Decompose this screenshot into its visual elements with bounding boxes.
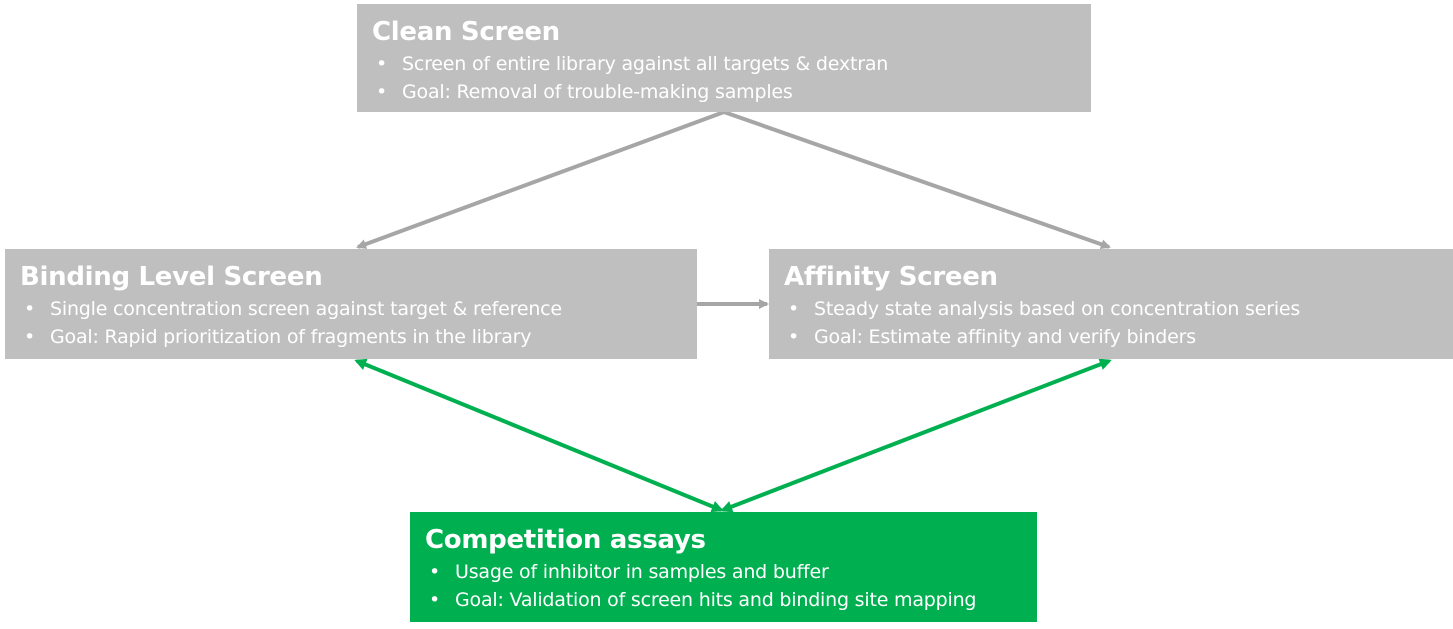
affinity-screen-bullets: • Steady state analysis based on concentr…: [784, 295, 1453, 351]
bullet-icon: •: [788, 326, 800, 348]
competition-assays-title: Competition assays: [425, 525, 706, 555]
binding-level-screen-bullets: • Single concentration screen against tar…: [20, 295, 697, 351]
bullet-text: Screen of entire library against all tar…: [402, 53, 889, 75]
binding-level-screen-title: Binding Level Screen: [20, 262, 323, 292]
binding-level-screen-box: Binding Level Screen • Single concentrati…: [5, 249, 697, 359]
clean-screen-title: Clean Screen: [372, 17, 560, 47]
arrow-affinity-competition: [720, 358, 1112, 513]
bullet-item: • Usage of inhibitor in samples and buffe…: [425, 558, 1037, 586]
affinity-screen-title: Affinity Screen: [784, 262, 998, 292]
bullet-icon: •: [788, 298, 800, 320]
bullet-item: • Single concentration screen against tar…: [20, 295, 697, 323]
competition-assays-bullets: • Usage of inhibitor in samples and buffe…: [425, 558, 1037, 614]
bullet-text: Single concentration screen against targ…: [50, 298, 562, 320]
competition-assays-box: Competition assays • Usage of inhibitor i…: [410, 512, 1037, 622]
bullet-icon: •: [24, 298, 36, 320]
bullet-icon: •: [24, 326, 36, 348]
bullet-text: Usage of inhibitor in samples and buffer: [455, 561, 829, 583]
bullet-icon: •: [429, 561, 441, 583]
bullet-item: • Goal: Validation of screen hits and bin…: [425, 586, 1037, 614]
bullet-icon: •: [429, 589, 441, 611]
arrow-clean-to-binding: [356, 110, 725, 249]
arrow-clean-to-affinity: [723, 110, 1111, 250]
bullet-text: Goal: Validation of screen hits and bind…: [455, 589, 977, 611]
bullet-item: • Steady state analysis based on concentr…: [784, 295, 1453, 323]
bullet-text: Goal: Estimate affinity and verify binde…: [814, 326, 1196, 348]
bullet-item: • Screen of entire library against all ta…: [372, 50, 1091, 78]
bullet-item: • Goal: Removal of trouble-making samples: [372, 78, 1091, 106]
arrow-binding-competition: [354, 358, 724, 513]
clean-screen-bullets: • Screen of entire library against all ta…: [372, 50, 1091, 106]
bullet-text: Steady state analysis based on concentra…: [814, 298, 1301, 320]
bullet-text: Goal: Removal of trouble-making samples: [402, 81, 793, 103]
bullet-item: • Goal: Estimate affinity and verify bind…: [784, 323, 1453, 351]
clean-screen-box: Clean Screen • Screen of entire library a…: [357, 4, 1091, 112]
bullet-text: Goal: Rapid prioritization of fragments …: [50, 326, 532, 348]
affinity-screen-box: Affinity Screen • Steady state analysis b…: [769, 249, 1453, 359]
bullet-icon: •: [376, 53, 388, 75]
bullet-icon: •: [376, 81, 388, 103]
bullet-item: • Goal: Rapid prioritization of fragments…: [20, 323, 697, 351]
